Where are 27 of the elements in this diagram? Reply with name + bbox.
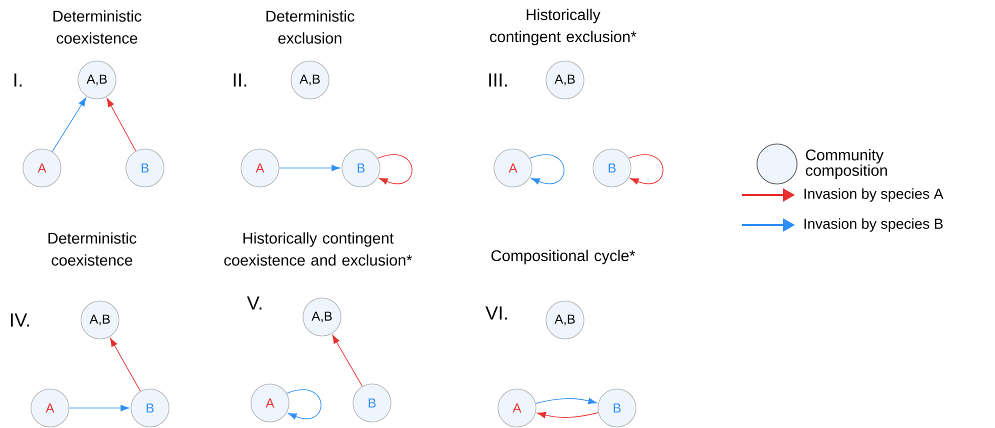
arrow xyxy=(535,398,597,404)
arrow xyxy=(377,154,412,184)
panel-title: Deterministic exclusion xyxy=(266,10,354,44)
arrow xyxy=(110,338,141,392)
roman-numeral: III. xyxy=(489,73,507,87)
arrow xyxy=(106,98,136,152)
arrow xyxy=(52,98,86,152)
roman-numeral: II. xyxy=(234,73,246,87)
arrow xyxy=(69,404,130,412)
arrow xyxy=(279,164,340,172)
roman-numeral: IV. xyxy=(11,313,30,327)
roman-numeral: VI. xyxy=(485,306,507,320)
roman-numeral: I. xyxy=(14,73,22,87)
legend-text: Invasion by species A xyxy=(804,188,944,202)
panel-title: Compositional cycle* xyxy=(491,250,636,264)
arrow xyxy=(628,154,664,184)
legend-text: Invasion by species B xyxy=(804,218,943,232)
panel-title: Deterministic coexistence xyxy=(53,10,142,44)
arrow xyxy=(537,412,599,418)
arrow xyxy=(286,389,322,420)
panel-title: Historically contingent coexistence and exclusion* xyxy=(224,232,412,266)
roman-numeral: V. xyxy=(246,296,262,310)
panel-title: Historically contingent exclusion* xyxy=(490,8,636,46)
arrow xyxy=(529,154,564,184)
legend-text: Community composition xyxy=(806,149,887,179)
panel-title: Deterministic coexistence xyxy=(48,232,136,266)
arrow xyxy=(332,334,363,387)
